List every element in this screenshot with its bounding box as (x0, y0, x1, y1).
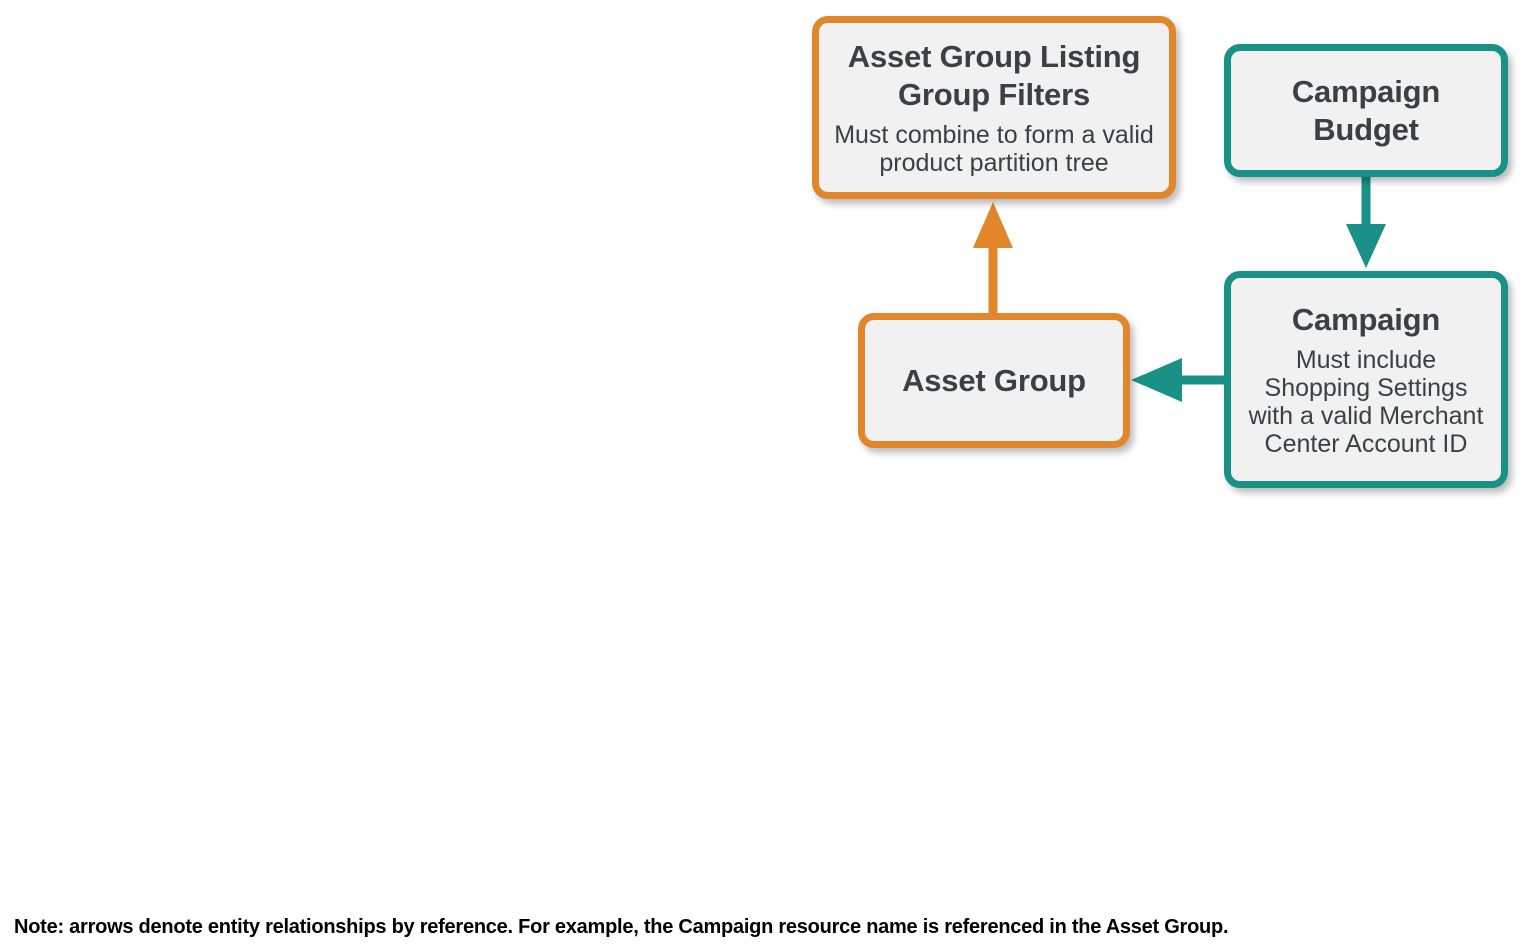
node-description: Must include Shopping Settings with a va… (1248, 346, 1484, 459)
node-title: Asset Group (902, 362, 1086, 398)
node-campaign-budget[interactable]: Campaign Budget (1224, 44, 1508, 177)
arrow-head-up-orange (973, 202, 1013, 248)
node-title: Campaign (1291, 301, 1441, 337)
node-asset-group[interactable]: Asset Group (858, 313, 1130, 448)
node-description: Must combine to form a valid product par… (834, 120, 1154, 177)
diagram-footnote: Note: arrows denote entity relationships… (14, 916, 1229, 938)
arrow-head-left-teal (1131, 358, 1182, 402)
node-campaign[interactable]: Campaign Must include Shopping Settings … (1224, 271, 1508, 488)
arrow-campaign-to-asset-group (1131, 358, 1230, 402)
arrow-asset-group-to-listing-group-filters (973, 202, 1013, 318)
arrow-head-down-teal (1346, 224, 1386, 268)
node-title: Campaign Budget (1291, 74, 1441, 147)
node-asset-group-listing-group-filters[interactable]: Asset Group Listing Group Filters Must c… (812, 16, 1176, 199)
arrow-campaign-budget-to-campaign (1346, 172, 1386, 268)
node-title: Asset Group Listing Group Filters (847, 39, 1141, 112)
